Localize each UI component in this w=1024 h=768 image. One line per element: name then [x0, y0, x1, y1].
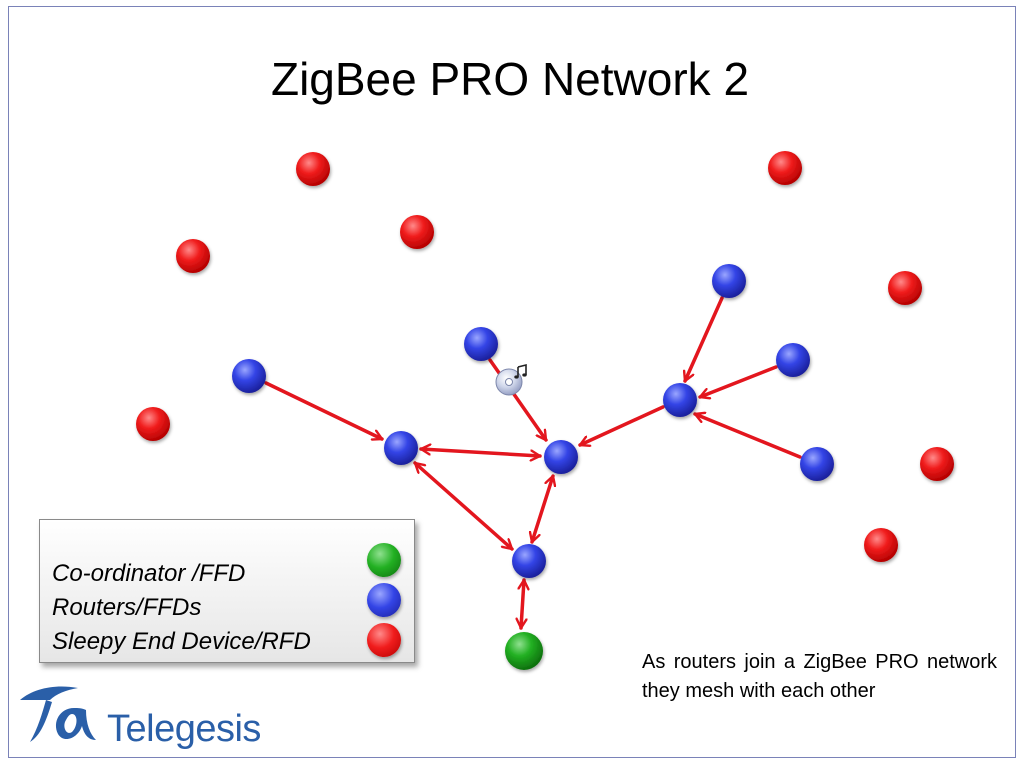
caption-text: As routers join a ZigBee PRO network the…: [642, 651, 997, 702]
legend-router-swatch: [367, 583, 401, 617]
link-router-mid-left-to-router-bottom: [413, 461, 514, 551]
legend-label-routers: Routers/FFDs: [52, 594, 202, 621]
end-device-node: [864, 528, 898, 562]
end-devices: [136, 151, 954, 562]
link-router-bottom-to-coordinator: [521, 578, 524, 630]
legend-label-coordinator: Co-ordinator /FFD: [52, 560, 246, 587]
legend-label-end-device: Sleepy End Device/RFD: [52, 628, 311, 655]
link-router-right-low-to-router-right-hub: [693, 414, 802, 459]
router-node: [663, 383, 697, 417]
end-device-node: [768, 151, 802, 185]
router-node: [232, 359, 266, 393]
router-node: [384, 431, 418, 465]
legend-end-device-swatch: [367, 623, 401, 657]
end-device-node: [400, 215, 434, 249]
telegesis-logo-icon: [20, 686, 96, 742]
link-router-left-to-router-mid-left: [264, 381, 384, 439]
link-router-mid-left-to-router-center: [419, 449, 542, 456]
page-title: ZigBee PRO Network 2: [270, 53, 750, 105]
legend-coordinator-swatch: [367, 543, 401, 577]
end-device-node: [888, 271, 922, 305]
link-router-right-top-to-router-right-hub: [685, 296, 724, 383]
routers: [232, 264, 834, 578]
link-router-right-mid-to-router-right-hub: [698, 365, 778, 397]
link-router-center-to-router-bottom: [532, 474, 553, 544]
router-node: [712, 264, 746, 298]
router-node: [544, 440, 578, 474]
end-device-node: [920, 447, 954, 481]
end-device-node: [296, 152, 330, 186]
router-node: [512, 544, 546, 578]
router-node: [464, 327, 498, 361]
legend-box: Co-ordinator /FFD Routers/FFDs Sleepy En…: [39, 519, 415, 663]
router-node: [776, 343, 810, 377]
link-router-right-hub-to-router-center: [578, 405, 665, 445]
router-node: [800, 447, 834, 481]
coordinator-node: [505, 632, 543, 670]
media-disc-icon[interactable]: [494, 363, 530, 399]
end-device-node: [176, 239, 210, 273]
logo-wordmark: Telegesis: [107, 708, 261, 750]
links: [264, 296, 802, 630]
end-device-node: [136, 407, 170, 441]
